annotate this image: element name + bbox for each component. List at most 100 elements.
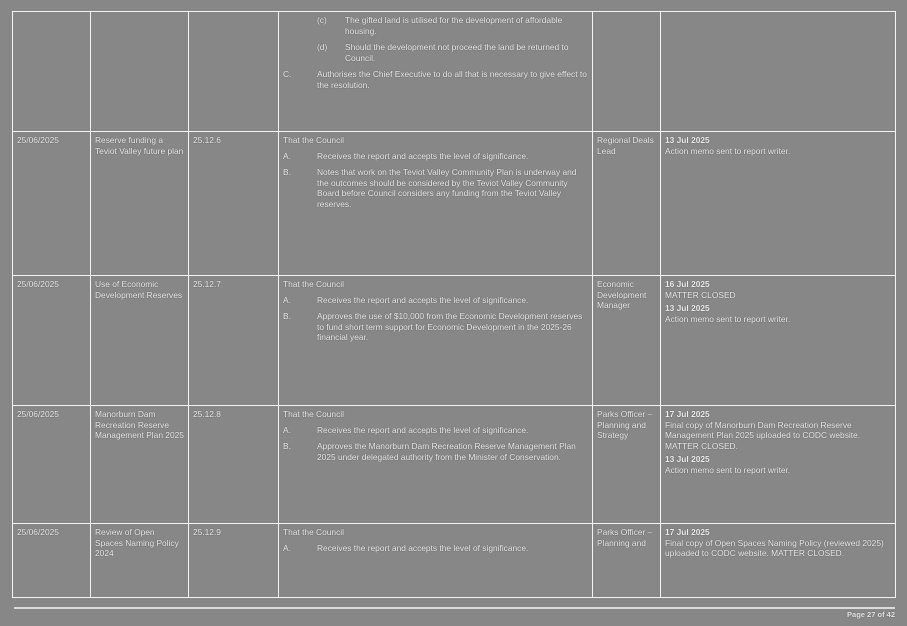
table-row: (c) The gifted land is utilised for the d…	[12, 11, 896, 132]
resolution-item-label: C.	[283, 69, 292, 80]
resolution-item-text: Approves the Manorburn Dam Recreation Re…	[317, 441, 576, 462]
cell-responsible-officer: Parks Officer – Planning and	[592, 523, 661, 598]
cell-meeting-date	[12, 11, 91, 132]
resolutions-table: (c) The gifted land is utilised for the d…	[12, 11, 896, 598]
status-text: Final copy of Open Spaces Naming Policy …	[665, 537, 884, 559]
cell-report-title: Manorburn Dam Recreation Reserve Managem…	[90, 405, 189, 524]
resolution-item-text: Receives the report and accepts the leve…	[317, 542, 529, 553]
status-text: Final copy of Manorburn Dam Recreation R…	[665, 419, 861, 451]
cell-resolution: (c) The gifted land is utilised for the d…	[278, 11, 593, 132]
resolution-item: C. Authorises the Chief Executive to do a…	[283, 69, 588, 90]
resolution-item: (d)Should the development not proceed th…	[317, 42, 588, 63]
responsible-officer-text: Parks Officer – Planning and	[597, 527, 653, 548]
cell-report-title: Reserve funding a Teviot Valley future p…	[90, 131, 189, 276]
status-date: 13 Jul 2025	[665, 303, 710, 314]
cell-status	[660, 11, 896, 132]
resolution-item: B. Approves the Manorburn Dam Recreation …	[283, 441, 588, 462]
cell-responsible-officer	[592, 11, 661, 132]
status-text: MATTER CLOSED	[665, 289, 736, 300]
status-text: Action memo sent to report writer.	[665, 313, 791, 324]
resolution-list: A. Receives the report and accepts the le…	[283, 151, 588, 210]
table-body: (c) The gifted land is utilised for the d…	[12, 11, 896, 598]
cell-resolution-reference	[188, 11, 279, 132]
resolution-list: A. Receives the report and accepts the le…	[283, 543, 588, 554]
cell-meeting-date: 25/06/2025	[12, 523, 91, 598]
status-date: 17 Jul 2025	[665, 409, 710, 419]
footer-divider	[14, 607, 895, 609]
cell-meeting-date: 25/06/2025	[12, 405, 91, 524]
resolution-list: A. Receives the report and accepts the le…	[283, 425, 588, 463]
resolution-item: B. Notes that work on the Teviot Valley C…	[283, 167, 588, 209]
resolution-item: B. Approves the use of $10,000 from the E…	[283, 311, 588, 343]
cell-meeting-date: 25/06/2025	[12, 275, 91, 406]
resolution-item-text: The gifted land is utilised for the deve…	[345, 15, 563, 36]
cell-resolution-reference: 25.12.8	[188, 405, 279, 524]
resolution-list: A. Receives the report and accepts the le…	[283, 295, 588, 343]
resolution-item-label: A.	[283, 150, 291, 161]
responsible-officer-text: Economic Development Manager	[597, 279, 647, 311]
cell-resolution-reference: 25.12.6	[188, 131, 279, 276]
cell-report-title: Use of Economic Development Reserves	[90, 275, 189, 406]
cell-responsible-officer: Parks Officer – Planning and Strategy	[592, 405, 661, 524]
resolution-heading: That the Council	[283, 135, 344, 145]
resolution-item-text: Authorises the Chief Executive to do all…	[317, 69, 587, 90]
status-date: 17 Jul 2025	[665, 527, 710, 537]
cell-resolution-reference: 25.12.7	[188, 275, 279, 406]
responsible-officer-text: Parks Officer – Planning and Strategy	[597, 409, 653, 441]
resolution-item-text: Notes that work on the Teviot Valley Com…	[317, 167, 577, 209]
cell-responsible-officer: Regional Deals Lead	[592, 131, 661, 276]
resolution-item-text: Receives the report and accepts the leve…	[317, 424, 529, 435]
responsible-officer-text: Regional Deals Lead	[597, 135, 654, 156]
cell-responsible-officer: Economic Development Manager	[592, 275, 661, 406]
resolution-item-label: A.	[283, 294, 291, 305]
status-date: 16 Jul 2025	[665, 279, 710, 289]
cell-report-title	[90, 11, 189, 132]
resolution-item-label: B.	[283, 167, 291, 178]
resolution-list: (c) The gifted land is utilised for the d…	[283, 15, 588, 91]
status-text: Action memo sent to report writer.	[665, 464, 791, 475]
resolution-item-label: B.	[283, 441, 291, 452]
footer-page-number: Page 27 of 42	[847, 610, 895, 619]
cell-meeting-date: 25/06/2025	[12, 131, 91, 276]
resolution-item-text: Receives the report and accepts the leve…	[317, 294, 529, 305]
resolution-item-text: Receives the report and accepts the leve…	[317, 150, 529, 161]
resolution-item-text: Approves the use of $10,000 from the Eco…	[317, 311, 583, 343]
cell-resolution-reference: 25.12.9	[188, 523, 279, 598]
resolution-item: A. Receives the report and accepts the le…	[283, 543, 588, 554]
status-text: Action memo sent to report writer.	[665, 145, 791, 156]
resolution-item-label: (c)	[317, 15, 327, 25]
resolution-item-label: B.	[283, 311, 291, 322]
status-date: 13 Jul 2025	[665, 135, 710, 145]
resolution-item-label: A.	[283, 542, 291, 553]
resolution-item-label: A.	[283, 424, 291, 435]
resolution-item-label: (d)	[317, 42, 328, 53]
resolution-item: A. Receives the report and accepts the le…	[283, 295, 588, 306]
cell-report-title: Review of Open Spaces Naming Policy 2024	[90, 523, 189, 598]
resolution-heading: That the Council	[283, 279, 344, 289]
status-date: 13 Jul 2025	[665, 454, 710, 465]
resolution-heading: That the Council	[283, 409, 344, 419]
resolution-item: A. Receives the report and accepts the le…	[283, 425, 588, 436]
resolution-item: (c) The gifted land is utilised for the d…	[317, 15, 588, 36]
resolution-item: A. Receives the report and accepts the le…	[283, 151, 588, 162]
resolution-heading: That the Council	[283, 527, 344, 537]
